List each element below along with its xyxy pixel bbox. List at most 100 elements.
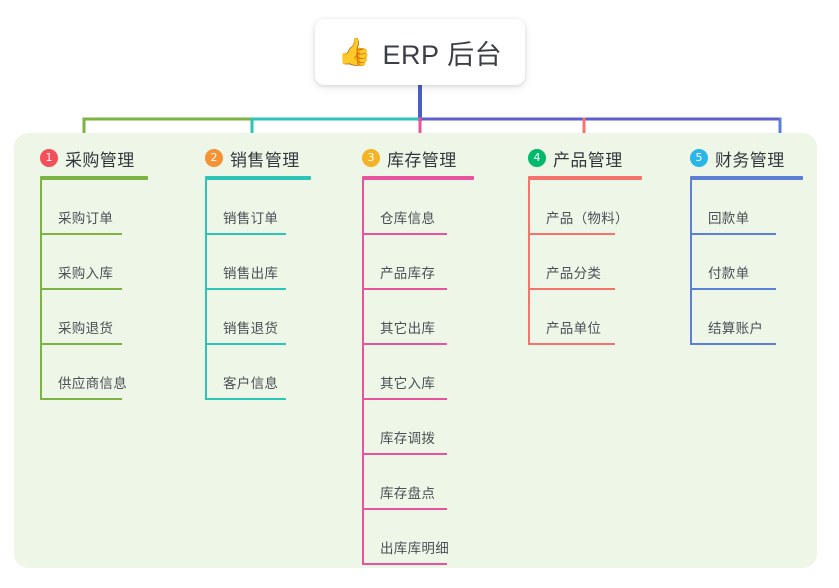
branch-title: 库存管理: [387, 150, 457, 170]
branch-number-badge: 2: [205, 149, 223, 167]
branch-spine: [528, 180, 530, 345]
branch-underline: [40, 176, 148, 180]
branch-item-label: 库存调拨: [380, 431, 436, 446]
branch-underline: [362, 176, 474, 180]
branch-item[interactable]: 采购入库: [40, 235, 148, 290]
branch-item-label: 采购退货: [58, 321, 114, 336]
branch-item[interactable]: 供应商信息: [40, 345, 148, 400]
branch-underline: [690, 176, 803, 180]
branch-item-label: 结算账户: [708, 321, 764, 336]
branch-item-underline: [362, 563, 447, 565]
branch-title: 采购管理: [65, 150, 135, 170]
branch-spine: [40, 180, 42, 400]
branch-item[interactable]: 销售出库: [205, 235, 311, 290]
branch-item-underline: [40, 343, 122, 345]
branch-item[interactable]: 产品库存: [362, 235, 474, 290]
branches-panel: [14, 133, 817, 568]
branch-item-label: 采购入库: [58, 266, 114, 281]
branch-item-underline: [362, 288, 447, 290]
branch-number-badge: 5: [690, 149, 708, 167]
branch-item-list: 销售订单销售出库销售退货客户信息: [205, 180, 311, 400]
branch-item[interactable]: 其它入库: [362, 345, 474, 400]
branch-title: 财务管理: [715, 150, 785, 170]
branch-item-label: 产品单位: [546, 321, 602, 336]
branch-item-label: 销售退货: [223, 321, 279, 336]
branch-item[interactable]: 库存调拨: [362, 400, 474, 455]
branch-item[interactable]: 采购退货: [40, 290, 148, 345]
branch-item[interactable]: 仓库信息: [362, 180, 474, 235]
branch-item[interactable]: 产品分类: [528, 235, 642, 290]
branch-item[interactable]: 结算账户: [690, 290, 803, 345]
branch-header[interactable]: 3 库存管理: [362, 146, 474, 170]
branch-item-underline: [690, 343, 776, 345]
branch-column: 1 采购管理采购订单采购入库采购退货供应商信息: [40, 146, 148, 400]
branch-item-label: 产品库存: [380, 266, 436, 281]
branch-item-underline: [362, 398, 447, 400]
branch-column: 3 库存管理仓库信息产品库存其它出库其它入库库存调拨库存盘点出库库明细: [362, 146, 474, 565]
branch-item-underline: [205, 233, 286, 235]
branch-item-label: 其它出库: [380, 321, 436, 336]
branch-title: 销售管理: [230, 150, 300, 170]
branch-item-label: 供应商信息: [58, 376, 127, 391]
branch-header[interactable]: 4 产品管理: [528, 146, 642, 170]
branch-underline: [205, 176, 311, 180]
branch-number-badge: 4: [528, 149, 546, 167]
branch-item-list: 采购订单采购入库采购退货供应商信息: [40, 180, 148, 400]
branch-item-label: 出库库明细: [380, 541, 449, 556]
branch-item[interactable]: 采购订单: [40, 180, 148, 235]
thumbs-up-icon: 👍: [337, 36, 372, 67]
branch-header[interactable]: 2 销售管理: [205, 146, 311, 170]
branch-item-label: 产品（物料）: [546, 211, 629, 226]
branch-item-label: 销售订单: [223, 211, 279, 226]
branch-item-underline: [690, 288, 776, 290]
branch-column: 2 销售管理销售订单销售出库销售退货客户信息: [205, 146, 311, 400]
root-title: ERP 后台: [382, 39, 503, 70]
branch-item-label: 销售出库: [223, 266, 279, 281]
branch-spine: [205, 180, 207, 400]
branch-item-underline: [40, 398, 122, 400]
branch-item-underline: [205, 398, 286, 400]
branch-number-badge: 3: [362, 149, 380, 167]
branch-item-list: 回款单付款单结算账户: [690, 180, 803, 345]
branch-item-label: 付款单: [708, 266, 750, 281]
branch-item-underline: [528, 288, 615, 290]
branch-item-underline: [528, 343, 615, 345]
branch-item-list: 产品（物料） 产品分类产品单位: [528, 180, 642, 345]
branch-item-label: 其它入库: [380, 376, 436, 391]
branch-item-label: 产品分类: [546, 266, 602, 281]
branch-item-label: 客户信息: [223, 376, 279, 391]
branch-item-underline: [362, 453, 447, 455]
branch-spine: [690, 180, 692, 345]
branch-item[interactable]: 付款单: [690, 235, 803, 290]
branch-item[interactable]: 回款单: [690, 180, 803, 235]
branch-item-underline: [528, 233, 615, 235]
branch-item[interactable]: 销售订单: [205, 180, 311, 235]
branch-column: 5 财务管理回款单付款单结算账户: [690, 146, 803, 345]
branch-item[interactable]: 销售退货: [205, 290, 311, 345]
branch-item[interactable]: 出库库明细: [362, 510, 474, 565]
branch-item-underline: [690, 233, 776, 235]
branch-item[interactable]: 其它出库: [362, 290, 474, 345]
branch-number-badge: 1: [40, 149, 58, 167]
branch-item-underline: [205, 288, 286, 290]
branch-header[interactable]: 1 采购管理: [40, 146, 148, 170]
branch-item-underline: [362, 233, 447, 235]
branch-item-underline: [205, 343, 286, 345]
branch-item-underline: [362, 343, 447, 345]
branch-column: 4 产品管理产品（物料） 产品分类产品单位: [528, 146, 642, 345]
branch-item[interactable]: 产品单位: [528, 290, 642, 345]
branch-underline: [528, 176, 642, 180]
branch-item[interactable]: 客户信息: [205, 345, 311, 400]
branch-item-label: 采购订单: [58, 211, 114, 226]
branch-header[interactable]: 5 财务管理: [690, 146, 803, 170]
branch-item-label: 库存盘点: [380, 486, 436, 501]
branch-item[interactable]: 产品（物料）: [528, 180, 642, 235]
branch-item-label: 仓库信息: [380, 211, 436, 226]
branch-title: 产品管理: [553, 150, 623, 170]
branch-item[interactable]: 库存盘点: [362, 455, 474, 510]
branch-item-underline: [40, 233, 122, 235]
branch-item-list: 仓库信息产品库存其它出库其它入库库存调拨库存盘点出库库明细: [362, 180, 474, 565]
root-node[interactable]: 👍 ERP 后台: [315, 19, 525, 85]
branch-spine: [362, 180, 364, 565]
